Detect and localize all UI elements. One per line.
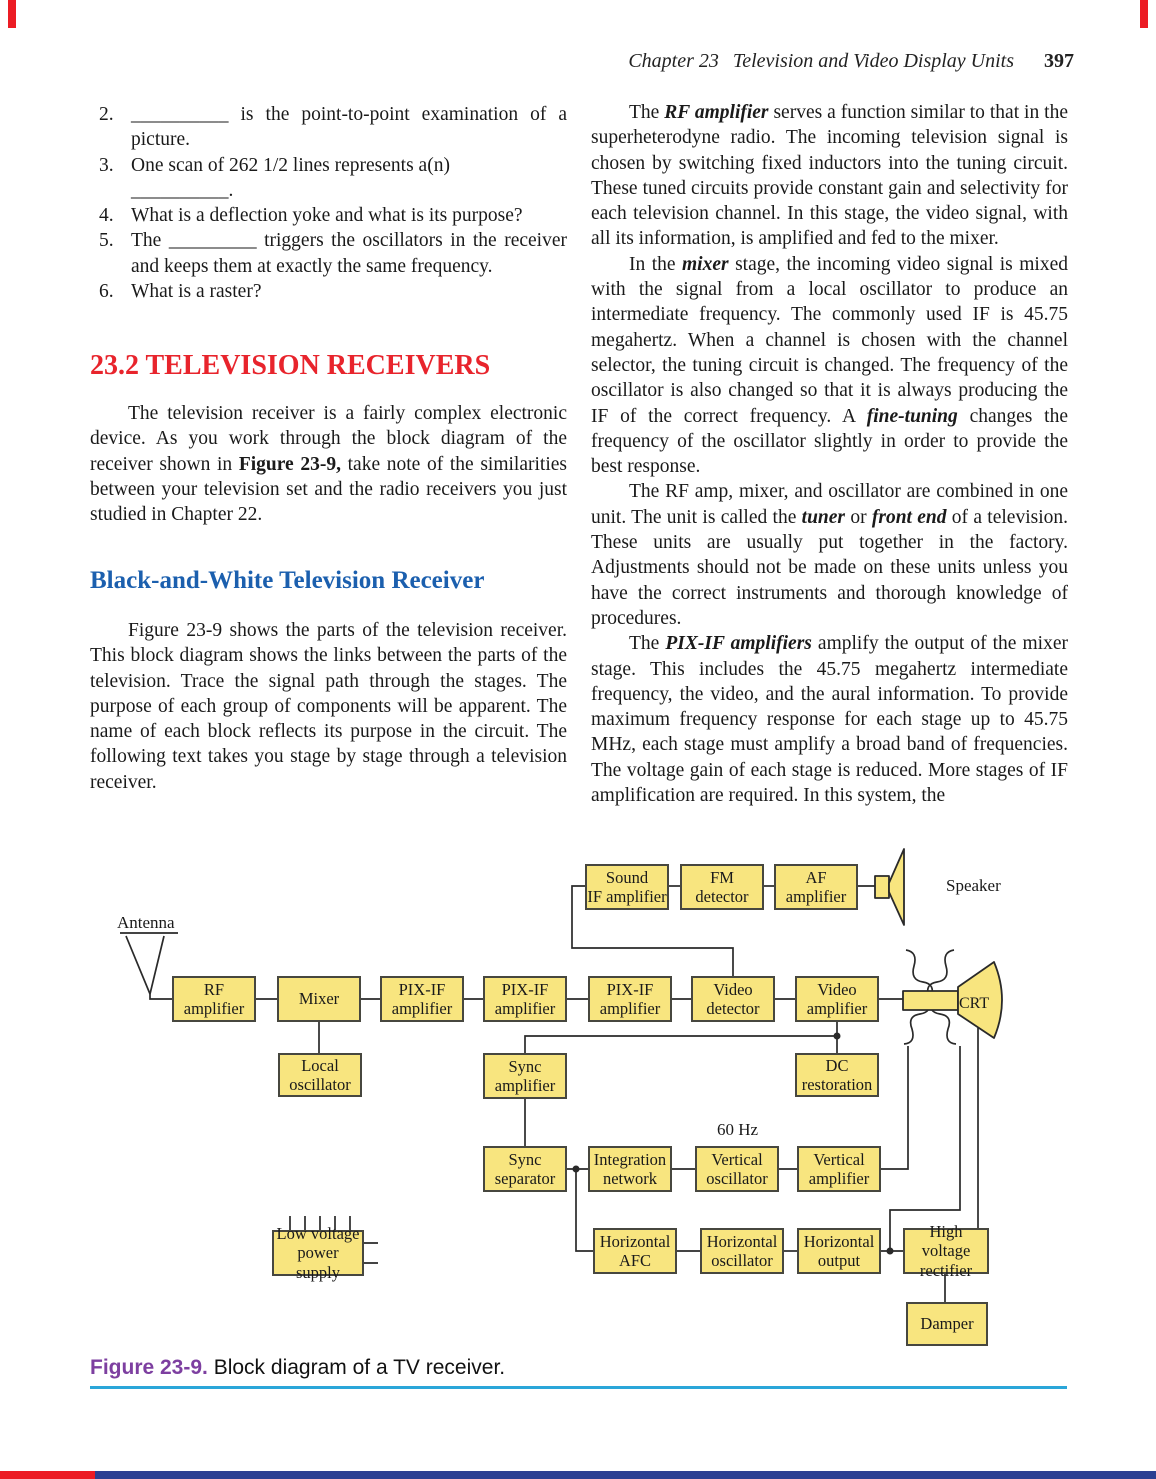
diagram-box-damper: Damper bbox=[906, 1302, 988, 1346]
label-crt: CRT bbox=[959, 995, 990, 1012]
question-item: 3.One scan of 262 1/2 lines represents a… bbox=[99, 154, 450, 201]
section-heading: 23.2 TELEVISION RECEIVERS bbox=[90, 350, 491, 381]
subsection-heading: Black-and-White Television Receiver bbox=[90, 567, 485, 594]
questions-list: 2.__________ is the point-to-point exami… bbox=[90, 102, 567, 304]
chapter-title: Television and Video Display Units bbox=[732, 50, 1014, 72]
section-intro: The television receiver is a fairly comp… bbox=[90, 401, 567, 527]
question-item: 6.What is a raster? bbox=[99, 281, 262, 303]
caption-rule bbox=[90, 1386, 1067, 1389]
question-item: 2.__________ is the point-to-point exami… bbox=[99, 104, 572, 151]
deflection-yoke-icon bbox=[903, 949, 957, 1045]
figure-caption-text: Block diagram of a TV receiver. bbox=[207, 1356, 506, 1379]
left-column: 2.__________ is the point-to-point exami… bbox=[90, 100, 567, 840]
paragraph: The PIX-IF amplifiers amplify the output… bbox=[591, 633, 1068, 807]
question-item: 5.The _________ triggers the oscillators… bbox=[99, 230, 572, 277]
speaker-icon bbox=[874, 848, 905, 926]
paragraph: Figure 23-9 shows the parts of the telev… bbox=[90, 620, 567, 793]
label-60hz: 60 Hz bbox=[717, 1120, 759, 1139]
page-bottom-bar-red bbox=[0, 1471, 95, 1479]
question-item: 4.What is a deflection yoke and what is … bbox=[99, 205, 523, 227]
chapter-label: Chapter 23 bbox=[628, 50, 719, 72]
page-bottom-bar-blue bbox=[95, 1471, 1156, 1479]
paragraph: The RF amplifier serves a function simil… bbox=[591, 102, 1068, 250]
antenna-icon bbox=[120, 932, 178, 1000]
paragraph: The RF amp, mixer, and oscillator are co… bbox=[591, 481, 1068, 629]
paragraph: The television receiver is a fairly comp… bbox=[90, 403, 567, 526]
running-head: Chapter 23 Television and Video Display U… bbox=[0, 50, 1074, 73]
label-antenna: Antenna bbox=[117, 913, 175, 932]
paragraph: In the mixer stage, the incoming video s… bbox=[591, 253, 1068, 478]
page-number: 397 bbox=[1044, 50, 1074, 72]
page-edge-mark-left bbox=[8, 0, 16, 28]
page-edge-mark-right bbox=[1140, 0, 1148, 28]
figure-overview-text: Figure 23-9 shows the parts of the telev… bbox=[90, 618, 567, 795]
diagram-box-mixer: Mixer bbox=[277, 976, 361, 1022]
right-column: The RF amplifier serves a function simil… bbox=[591, 100, 1068, 808]
label-speaker: Speaker bbox=[946, 876, 1001, 895]
figure-caption: Figure 23-9. Block diagram of a TV recei… bbox=[90, 1356, 790, 1380]
figure-caption-label: Figure 23-9. bbox=[90, 1356, 208, 1379]
